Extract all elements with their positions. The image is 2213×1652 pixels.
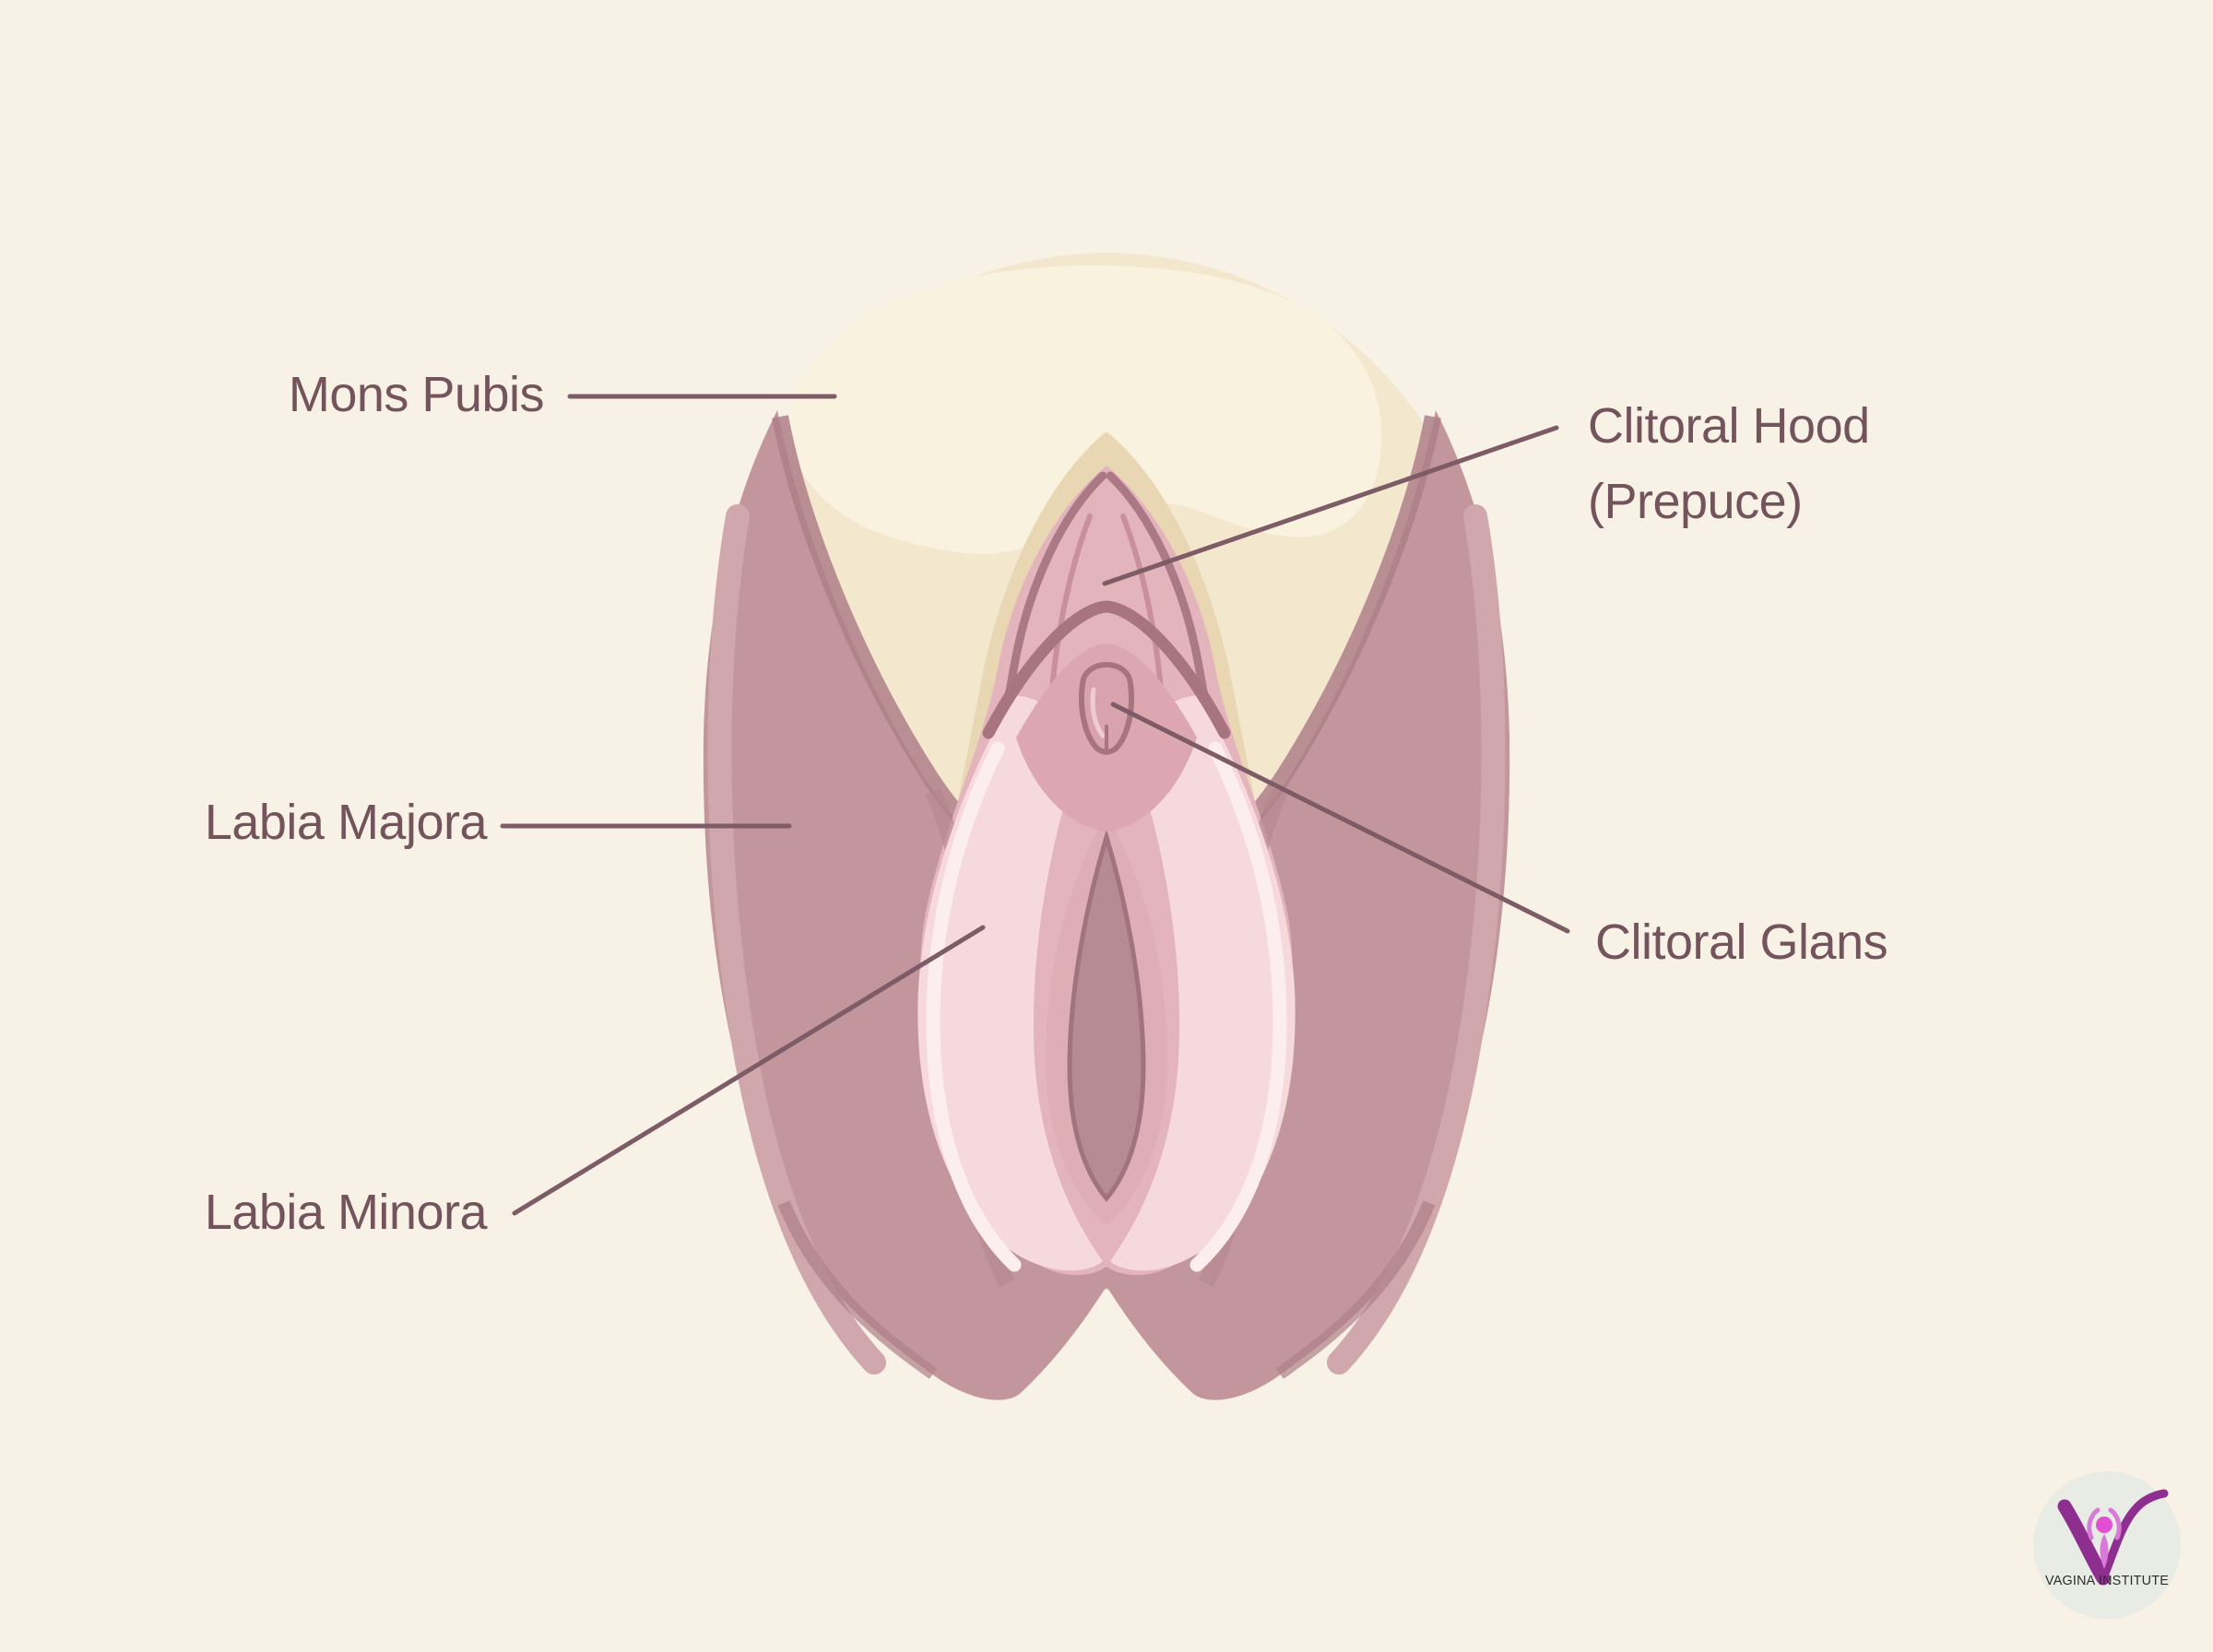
- leader-line-labia-minora: [512, 925, 986, 1216]
- label-clitoral-hood-line1: Clitoral Hood: [1588, 398, 1870, 454]
- logo-figure-head: [2096, 1516, 2112, 1533]
- logo-figure-arm-left: [2087, 1507, 2101, 1540]
- logo-v-right-stroke: [2099, 1489, 2169, 1583]
- hood-fold-right: [1120, 513, 1165, 705]
- logo-v-left-stroke: [2057, 1499, 2111, 1586]
- leader-line-clitoral-hood: [1102, 425, 1559, 586]
- leader-line-clitoral-glans: [1110, 702, 1570, 934]
- label-labia-majora: Labia Majora: [204, 795, 488, 850]
- label-clitoral-glans: Clitoral Glans: [1595, 914, 1888, 970]
- label-mons-pubis: Mons Pubis: [288, 367, 545, 422]
- logo-wordmark: VAGINA INSTITUTE: [2044, 1573, 2170, 1588]
- clitoral-glans-highlight: [1090, 687, 1106, 738]
- labia-minora-highlight-right: [1189, 741, 1287, 1272]
- hood-fold-left: [1048, 513, 1093, 705]
- labia-majora-prong-rim-right: [1275, 1200, 1436, 1379]
- vagina-institute-logo: [2033, 1471, 2181, 1619]
- logo-figure-body: [2100, 1534, 2109, 1569]
- label-clitoral-hood-line2: (Prepuce): [1588, 474, 1803, 529]
- vestibule-opening-shape: [1067, 829, 1146, 1202]
- labia-minora-highlight-left: [926, 741, 1022, 1272]
- labia-majora-streak-right: [1327, 504, 1506, 1375]
- leader-lines: [500, 394, 1570, 1216]
- mons-highlight-shape: [786, 266, 1382, 555]
- label-labia-minora: Labia Minora: [204, 1185, 488, 1240]
- labia-majora-prong-rim-left: [777, 1200, 938, 1379]
- hood-apex-fold: [982, 600, 1231, 739]
- logo-figure-arm-right: [2108, 1507, 2122, 1540]
- clitoral-glans-shape: [1079, 662, 1134, 755]
- label-clitoral-hood: Clitoral Hood (Prepuce): [1588, 388, 1870, 539]
- labia-majora-streak-left: [707, 504, 886, 1375]
